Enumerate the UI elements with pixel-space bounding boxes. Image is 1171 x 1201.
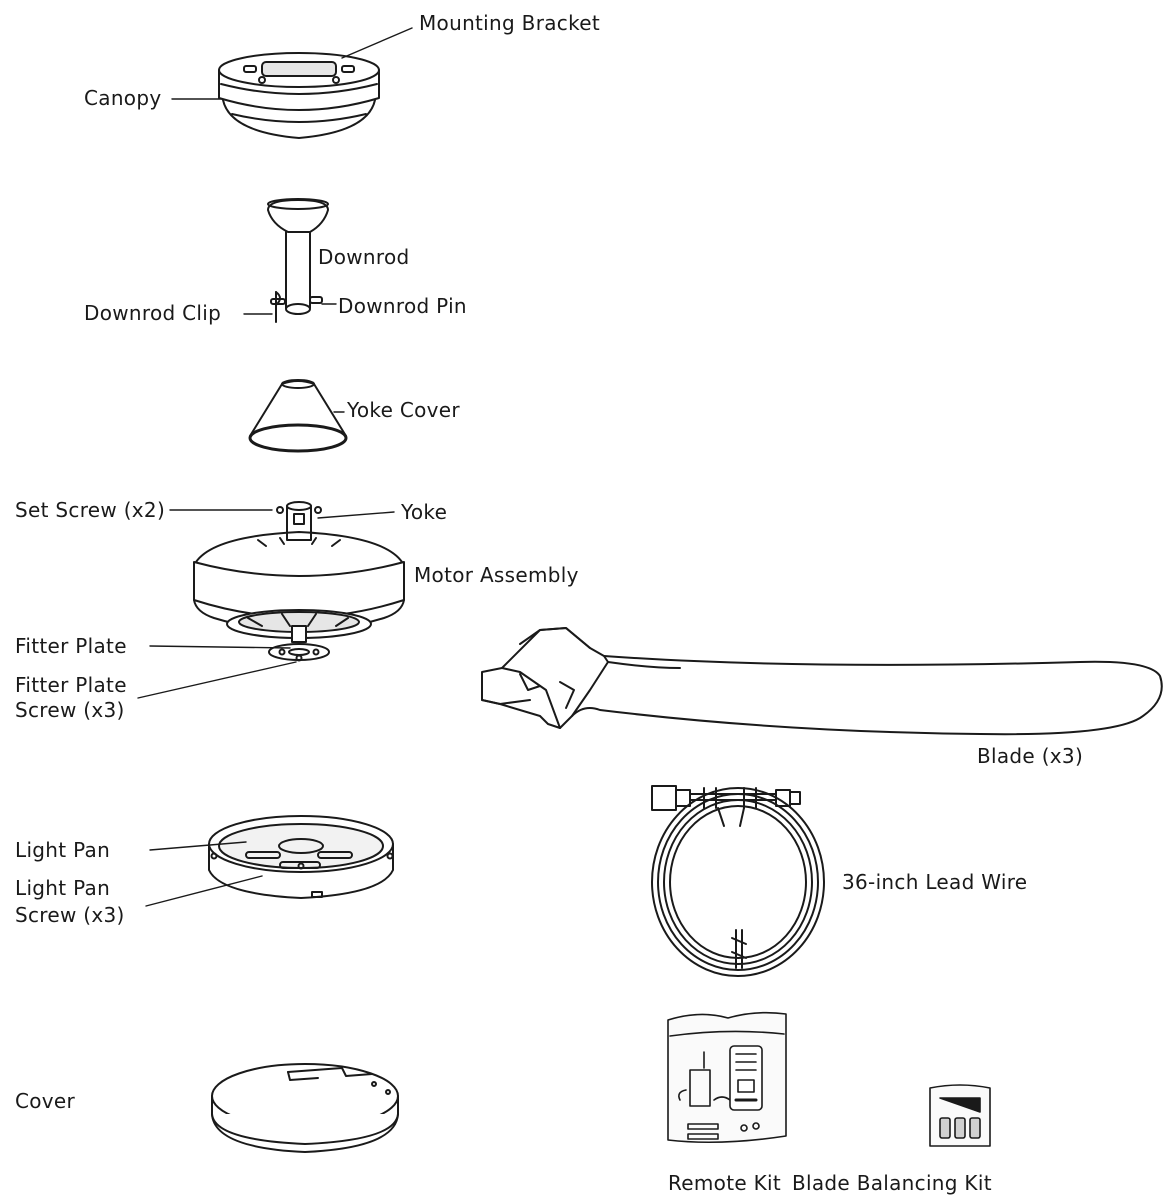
canopy-leaders bbox=[171, 27, 413, 100]
label-yoke: Yoke bbox=[401, 500, 448, 524]
label-fitter-plate: Fitter Plate bbox=[15, 634, 127, 658]
lead-wire-drawing bbox=[651, 785, 825, 977]
label-set-screw: Set Screw (x2) bbox=[15, 498, 166, 522]
label-motor-assembly: Motor Assembly bbox=[414, 563, 579, 587]
label-fitter-plate-screw-line1: Fitter Plate bbox=[15, 673, 127, 697]
label-yoke-cover: Yoke Cover bbox=[347, 398, 460, 422]
label-downrod-pin: Downrod Pin bbox=[338, 294, 467, 318]
downrod-drawing bbox=[267, 198, 329, 323]
cover-drawing bbox=[211, 1063, 399, 1153]
label-mounting-bracket: Mounting Bracket bbox=[419, 11, 600, 35]
yoke-cover-drawing bbox=[248, 379, 348, 453]
label-blade: Blade (x3) bbox=[977, 744, 1084, 768]
balancing-kit-drawing bbox=[929, 1084, 991, 1147]
canopy-drawing bbox=[218, 52, 380, 139]
downrod-leaders bbox=[243, 303, 337, 315]
blade-drawing bbox=[481, 627, 1163, 736]
label-cover: Cover bbox=[15, 1089, 76, 1113]
light-pan-leaders bbox=[145, 841, 263, 907]
motor-leaders bbox=[137, 509, 395, 699]
label-canopy: Canopy bbox=[84, 86, 162, 110]
light-pan-drawing bbox=[208, 815, 394, 899]
label-downrod-clip: Downrod Clip bbox=[84, 301, 222, 325]
label-light-pan-screw-line2: Screw (x3) bbox=[15, 903, 125, 927]
label-blade-balancing-kit: Blade Balancing Kit bbox=[792, 1171, 992, 1195]
label-light-pan-screw-line1: Light Pan bbox=[15, 876, 111, 900]
label-fitter-plate-screw-line2: Screw (x3) bbox=[15, 698, 125, 722]
label-lead-wire: 36-inch Lead Wire bbox=[842, 870, 1028, 894]
remote-kit-drawing bbox=[667, 1011, 787, 1144]
label-light-pan: Light Pan bbox=[15, 838, 111, 862]
label-downrod: Downrod bbox=[318, 245, 410, 269]
motor-drawing bbox=[193, 501, 405, 662]
label-remote-kit: Remote Kit bbox=[668, 1171, 782, 1195]
